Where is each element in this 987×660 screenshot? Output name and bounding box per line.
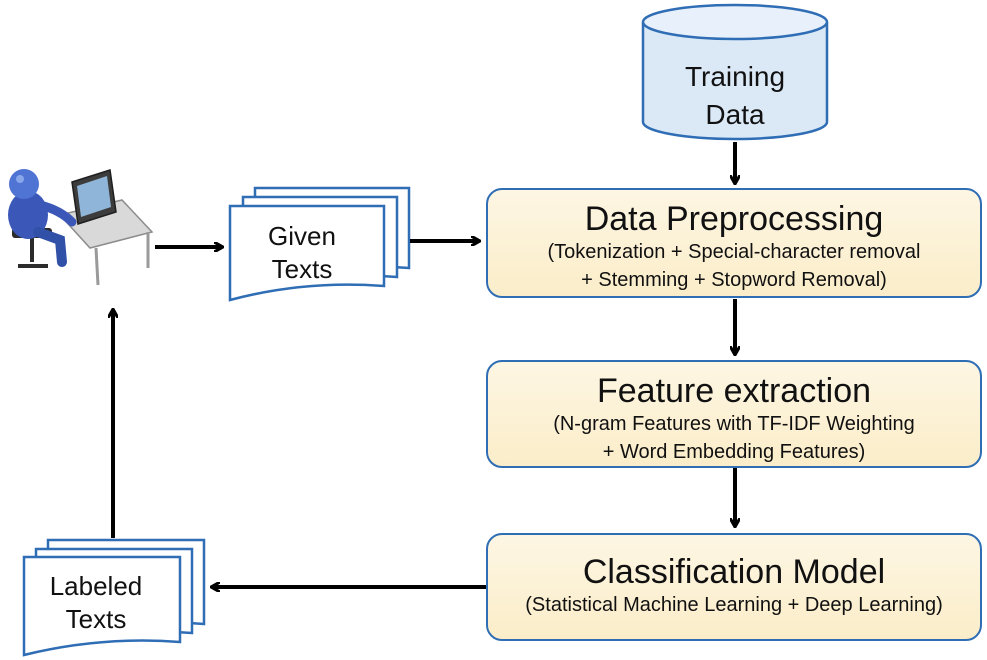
feature-extraction-box: Feature extraction (N-gram Features with… xyxy=(486,360,982,468)
labeled-texts-label: Labeled Texts xyxy=(26,570,166,636)
feature-extraction-title: Feature extraction xyxy=(596,372,872,410)
training-data-line2: Data xyxy=(705,99,765,130)
given-texts-line1: Given xyxy=(268,221,336,251)
given-texts-document-stack xyxy=(228,186,411,302)
data-preprocessing-detail-2: + Stemming + Stopword Removal) xyxy=(581,269,887,291)
classification-model-detail-1: (Statistical Machine Learning + Deep Lea… xyxy=(525,594,943,616)
training-data-cylinder xyxy=(641,3,829,141)
given-texts-line2: Texts xyxy=(271,254,333,284)
labeled-texts-line2: Texts xyxy=(65,604,127,634)
given-texts-label: Given Texts xyxy=(232,220,372,286)
labeled-texts-line1: Labeled xyxy=(49,571,143,601)
feature-extraction-detail-2: + Word Embedding Features) xyxy=(602,441,866,463)
data-preprocessing-detail-1: (Tokenization + Special-character remova… xyxy=(547,241,921,263)
feature-extraction-detail-1: (N-gram Features with TF-IDF Weighting xyxy=(553,413,915,435)
labeled-texts-document-stack xyxy=(22,538,206,657)
data-preprocessing-title: Data Preprocessing xyxy=(584,200,884,238)
training-data-line1: Training xyxy=(684,61,786,92)
classification-model-box: Classification Model (Statistical Machin… xyxy=(486,533,982,641)
user-at-computer-icon xyxy=(8,169,154,286)
classification-model-title: Classification Model xyxy=(582,553,886,591)
data-preprocessing-box: Data Preprocessing (Tokenization + Speci… xyxy=(486,188,982,298)
training-data-label: Training Data xyxy=(643,58,827,134)
